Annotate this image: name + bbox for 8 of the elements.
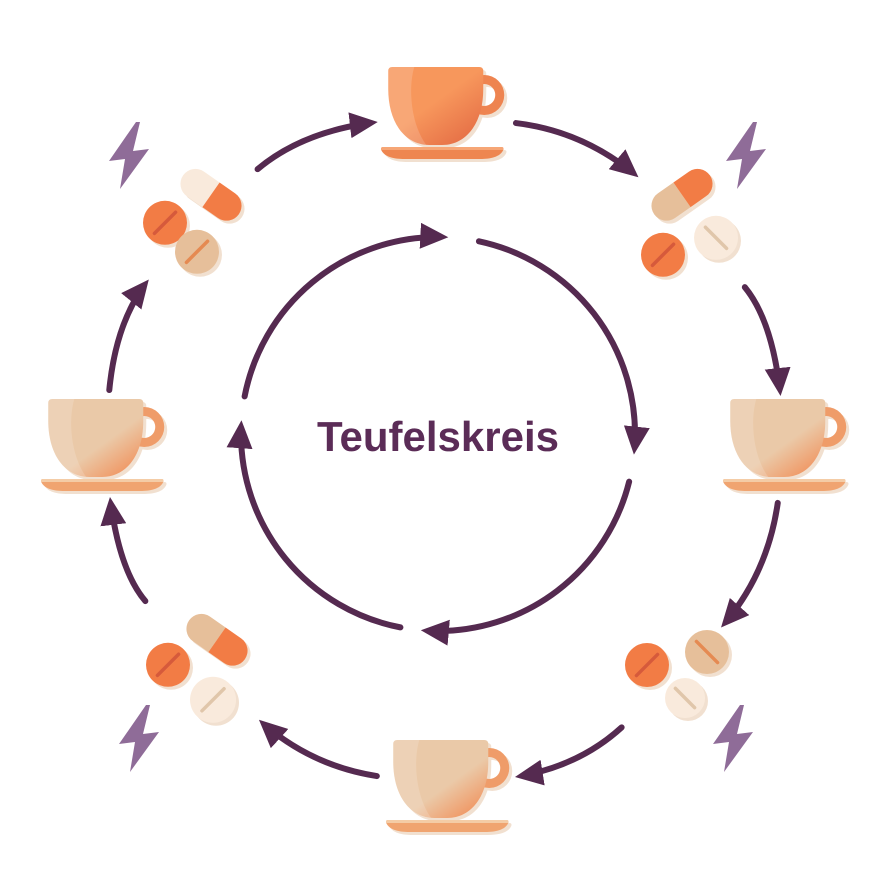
coffee-cup-icon xyxy=(722,398,850,495)
arrow xyxy=(718,500,781,630)
coffee-cup-icon xyxy=(380,66,508,163)
coffee-cup-icon xyxy=(384,739,513,836)
pills-icon xyxy=(624,629,733,722)
coffee-cup-icon xyxy=(40,398,168,495)
arrow xyxy=(106,276,152,394)
center-label: Teufelskreis xyxy=(317,412,559,462)
